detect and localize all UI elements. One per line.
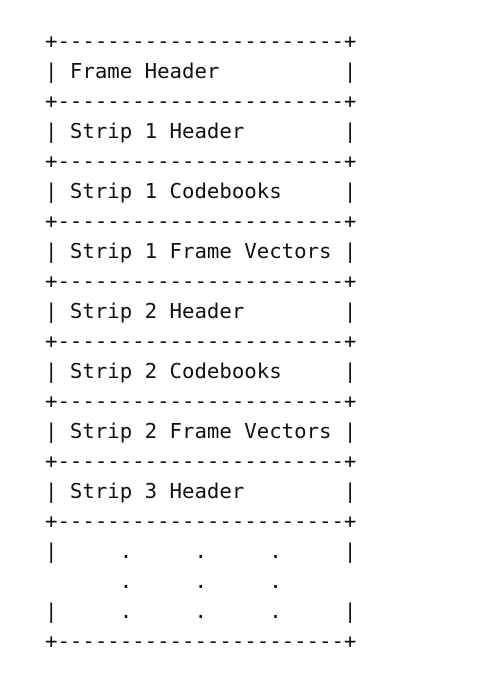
ellipsis-row-middle: . . . xyxy=(45,569,357,593)
separator-line: +-----------------------+ xyxy=(45,149,357,173)
ellipsis-row-bottom: | . . . | xyxy=(45,599,357,623)
strip-1-frame-vectors-row: | Strip 1 Frame Vectors | xyxy=(45,239,357,263)
separator-line: +-----------------------+ xyxy=(45,269,357,293)
strip-2-codebooks-row: | Strip 2 Codebooks | xyxy=(45,359,357,383)
strip-2-header-row: | Strip 2 Header | xyxy=(45,299,357,323)
ellipsis-row-top: | . . . | xyxy=(45,539,357,563)
strip-2-frame-vectors-row: | Strip 2 Frame Vectors | xyxy=(45,419,357,443)
separator-line: +-----------------------+ xyxy=(45,89,357,113)
ascii-frame-layout-diagram: +-----------------------+ | Frame Header … xyxy=(45,26,356,656)
frame-bottom-border: +-----------------------+ xyxy=(45,629,357,653)
frame-top-border: +-----------------------+ xyxy=(45,29,357,53)
separator-line: +-----------------------+ xyxy=(45,509,357,533)
strip-1-header-row: | Strip 1 Header | xyxy=(45,119,357,143)
separator-line: +-----------------------+ xyxy=(45,449,357,473)
strip-1-codebooks-row: | Strip 1 Codebooks | xyxy=(45,179,357,203)
separator-line: +-----------------------+ xyxy=(45,209,357,233)
separator-line: +-----------------------+ xyxy=(45,389,357,413)
strip-3-header-row: | Strip 3 Header | xyxy=(45,479,357,503)
frame-header-row: | Frame Header | xyxy=(45,59,357,83)
separator-line: +-----------------------+ xyxy=(45,329,357,353)
